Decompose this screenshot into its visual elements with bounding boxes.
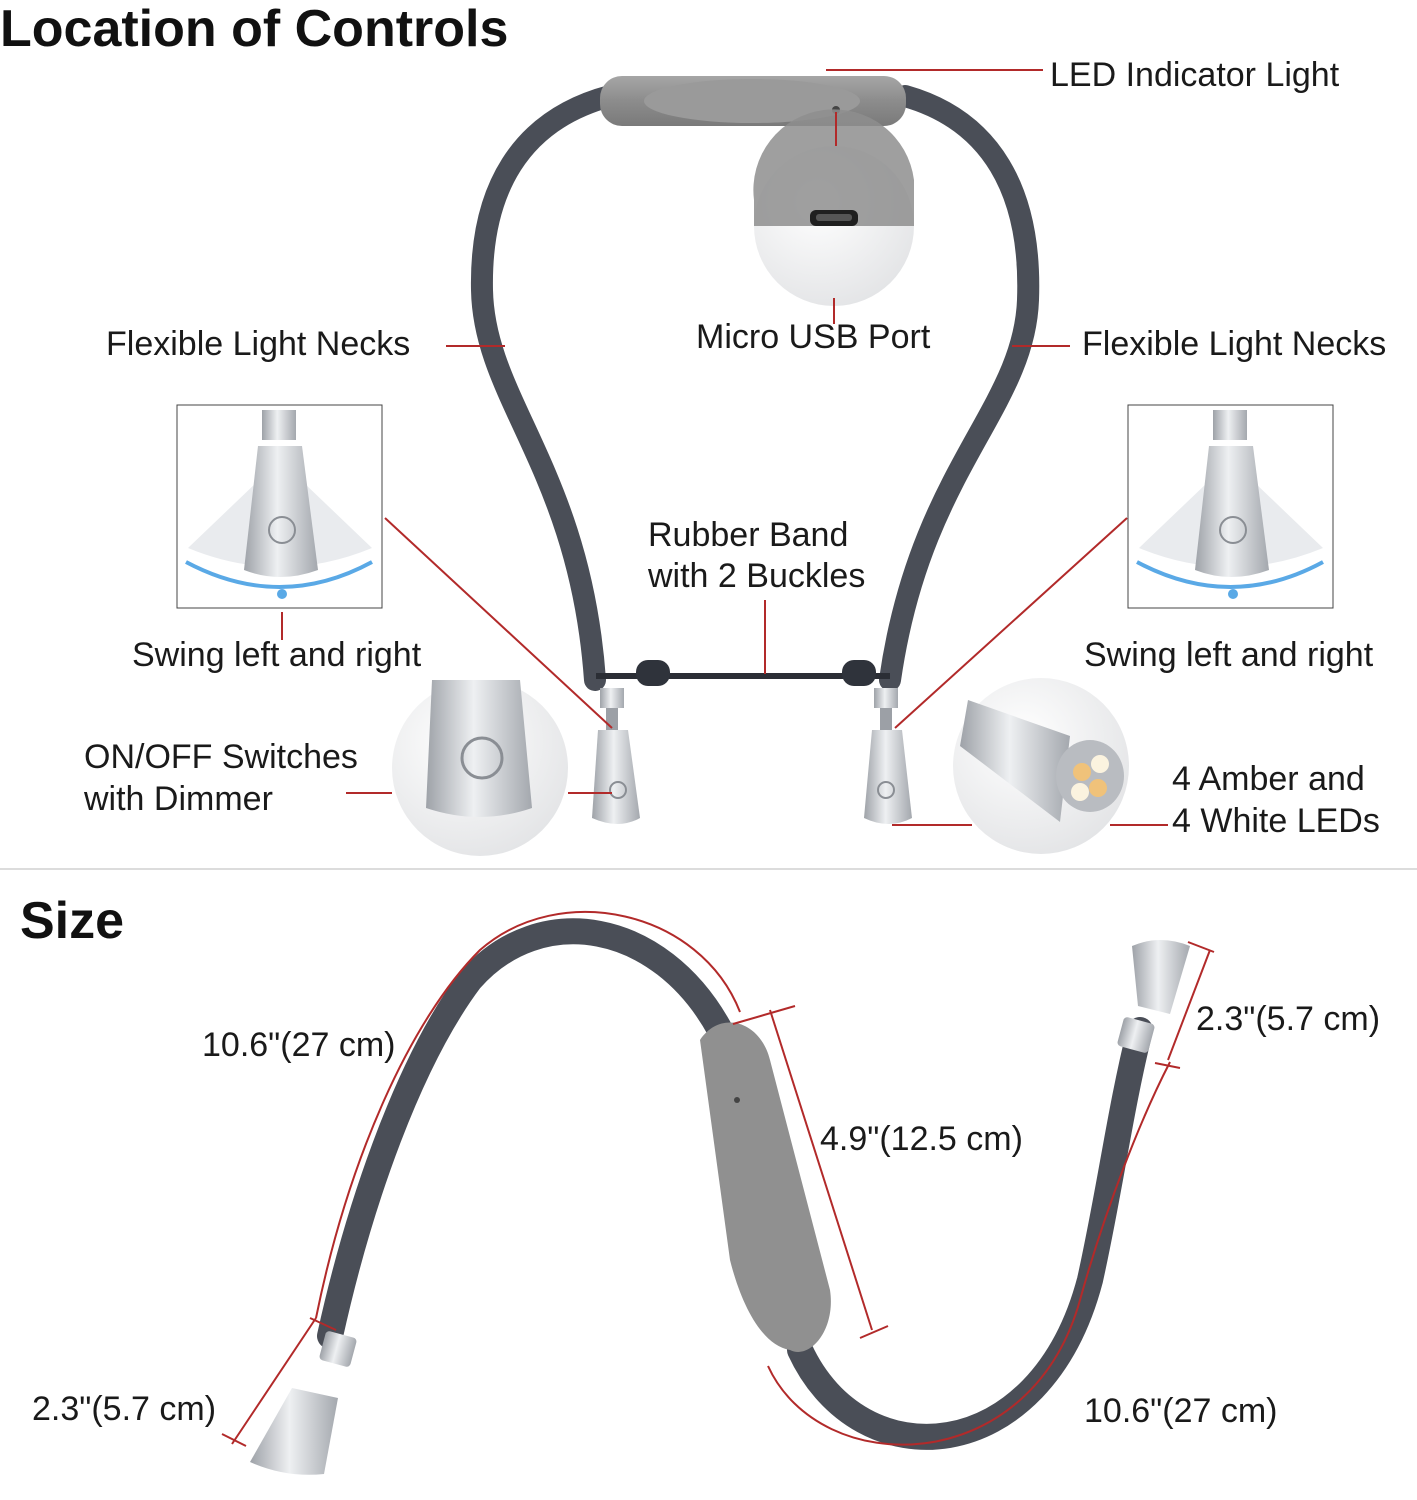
size-head-left xyxy=(250,1331,357,1475)
section-divider xyxy=(0,868,1417,870)
neck-light-top xyxy=(470,76,1040,824)
buckle-left xyxy=(636,660,670,686)
head-length-right-label: 2.3"(5.7 cm) xyxy=(1196,1000,1381,1038)
flexible-neck-right-label: Flexible Light Necks xyxy=(1082,325,1387,363)
rubber-band-label-line1: Rubber Band xyxy=(648,516,849,554)
buckle-right xyxy=(842,660,876,686)
controls-section-title: Location of Controls xyxy=(0,0,509,58)
size-control-body xyxy=(700,1022,831,1352)
usb-port-label: Micro USB Port xyxy=(696,318,931,356)
light-head-left xyxy=(592,688,640,824)
led-indicator-label: LED Indicator Light xyxy=(1050,56,1340,94)
left-flexible-neck xyxy=(470,85,621,691)
swing-right-label: Swing left and right xyxy=(1084,636,1374,674)
size-neck-right xyxy=(787,1017,1153,1450)
neck-length-bottom-label: 10.6"(27 cm) xyxy=(1084,1392,1278,1430)
right-flexible-neck xyxy=(879,85,1040,691)
size-neck-left xyxy=(317,918,733,1349)
callout-lines-top xyxy=(281,69,1168,826)
leds-label-line2: 4 White LEDs xyxy=(1172,802,1380,840)
flexible-neck-left-label: Flexible Light Necks xyxy=(106,325,411,363)
dimension-lines xyxy=(221,910,1215,1447)
light-head-right xyxy=(864,688,912,824)
body-length-label: 4.9"(12.5 cm) xyxy=(820,1120,1023,1158)
neck-length-top-label: 10.6"(27 cm) xyxy=(202,1026,396,1064)
switch-zoom xyxy=(392,680,568,856)
swing-left-label: Swing left and right xyxy=(132,636,422,674)
swing-illustration-left xyxy=(176,404,383,609)
head-length-left-label: 2.3"(5.7 cm) xyxy=(32,1390,217,1428)
size-head-right xyxy=(1117,940,1190,1053)
usb-port-zoom xyxy=(753,109,914,306)
swing-illustration-right xyxy=(1127,404,1334,609)
led-zoom xyxy=(953,678,1129,854)
leds-label-line1: 4 Amber and xyxy=(1172,760,1365,798)
switch-label-line2: with Dimmer xyxy=(84,780,273,818)
neck-light-size xyxy=(250,918,1190,1475)
size-section-title: Size xyxy=(20,892,125,950)
switch-label-line1: ON/OFF Switches xyxy=(84,738,358,776)
rubber-band-label-line2: with 2 Buckles xyxy=(648,557,866,595)
